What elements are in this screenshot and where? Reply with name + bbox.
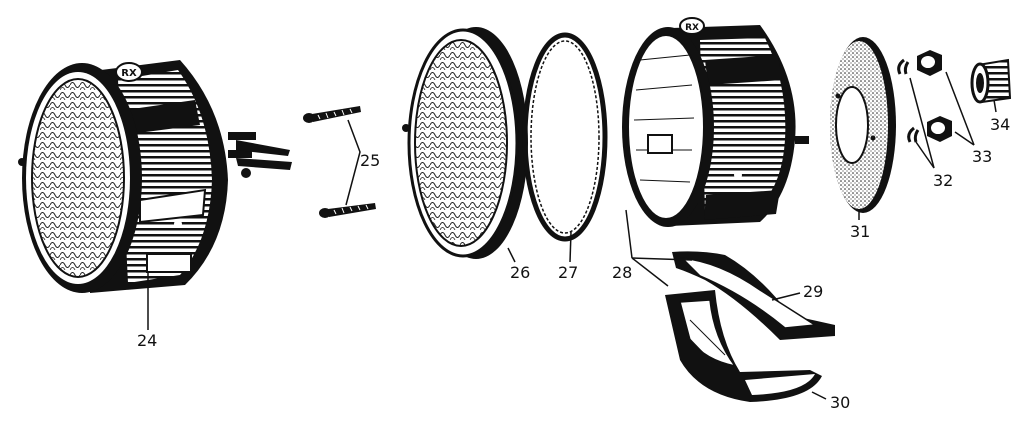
label-32: 32 <box>933 171 953 190</box>
nut-lower <box>927 116 952 142</box>
label-31: 31 <box>850 222 870 241</box>
bush <box>970 58 1012 104</box>
leader-lines <box>147 71 997 400</box>
screw-lower <box>319 203 376 218</box>
complete-lamp-assembly: RX <box>18 60 292 293</box>
lens-unit <box>402 27 528 259</box>
lower-shell <box>665 290 822 402</box>
label-30: 30 <box>830 393 850 412</box>
label-24: 24 <box>137 331 157 350</box>
spring-washers <box>897 58 920 143</box>
label-25: 25 <box>360 151 380 170</box>
label-28: 28 <box>612 263 632 282</box>
part-labels: 24 25 26 27 28 29 30 31 32 33 34 <box>137 115 1010 412</box>
svg-text:RX: RX <box>121 68 137 79</box>
brand-logo-housing: RX <box>679 17 705 35</box>
inner-shield <box>672 251 835 340</box>
lamp-housing-shell: RX <box>622 17 809 227</box>
nut-upper <box>917 50 942 76</box>
nuts <box>917 50 952 142</box>
fixing-screws <box>303 106 376 218</box>
sealing-gasket <box>522 32 608 242</box>
screw-upper <box>303 106 361 123</box>
label-26: 26 <box>510 263 530 282</box>
label-33: 33 <box>972 147 992 166</box>
svg-text:RX: RX <box>685 23 699 33</box>
brand-logo: RX <box>115 62 143 82</box>
rubber-washer <box>830 37 896 213</box>
label-27: 27 <box>558 263 578 282</box>
label-29: 29 <box>803 282 823 301</box>
label-34: 34 <box>990 115 1010 134</box>
